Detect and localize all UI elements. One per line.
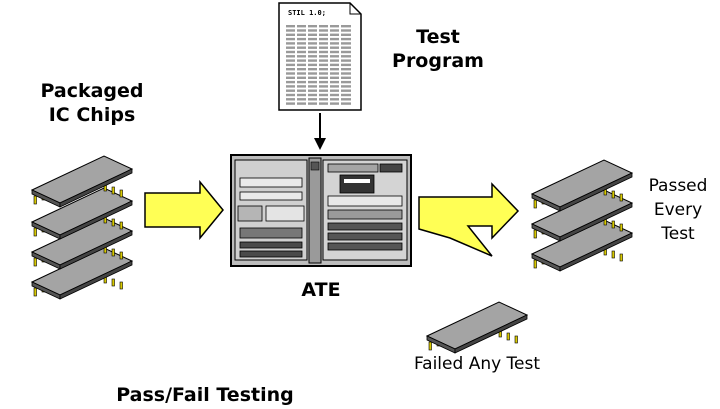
label-passed-line1: Passed xyxy=(648,176,708,196)
label-passed: Passed Every Test xyxy=(638,174,718,246)
input-arrow xyxy=(144,181,224,239)
label-test-program-line1: Test xyxy=(416,26,460,48)
label-test-program-line2: Program xyxy=(392,50,484,72)
ate-machine xyxy=(230,154,412,267)
output-split-arrow xyxy=(418,182,520,257)
document-header: STIL 1.0; xyxy=(288,9,326,17)
label-passed-line2: Every xyxy=(653,200,703,220)
label-failed: Failed Any Test xyxy=(413,354,541,374)
chip-failed xyxy=(426,301,528,354)
label-ate: ATE xyxy=(301,279,341,301)
label-packaged-line2: IC Chips xyxy=(48,104,136,126)
chip-stack-passed xyxy=(531,159,633,272)
diagram-title: Pass/Fail Testing xyxy=(116,384,294,406)
label-passed-line3: Test xyxy=(661,224,695,244)
test-program-document xyxy=(278,2,362,111)
label-test-program: Test Program xyxy=(378,25,498,73)
chip-stack-input xyxy=(31,155,133,300)
label-packaged-line1: Packaged xyxy=(40,80,144,102)
label-packaged: Packaged IC Chips xyxy=(22,79,162,127)
program-down-arrow xyxy=(314,113,326,150)
